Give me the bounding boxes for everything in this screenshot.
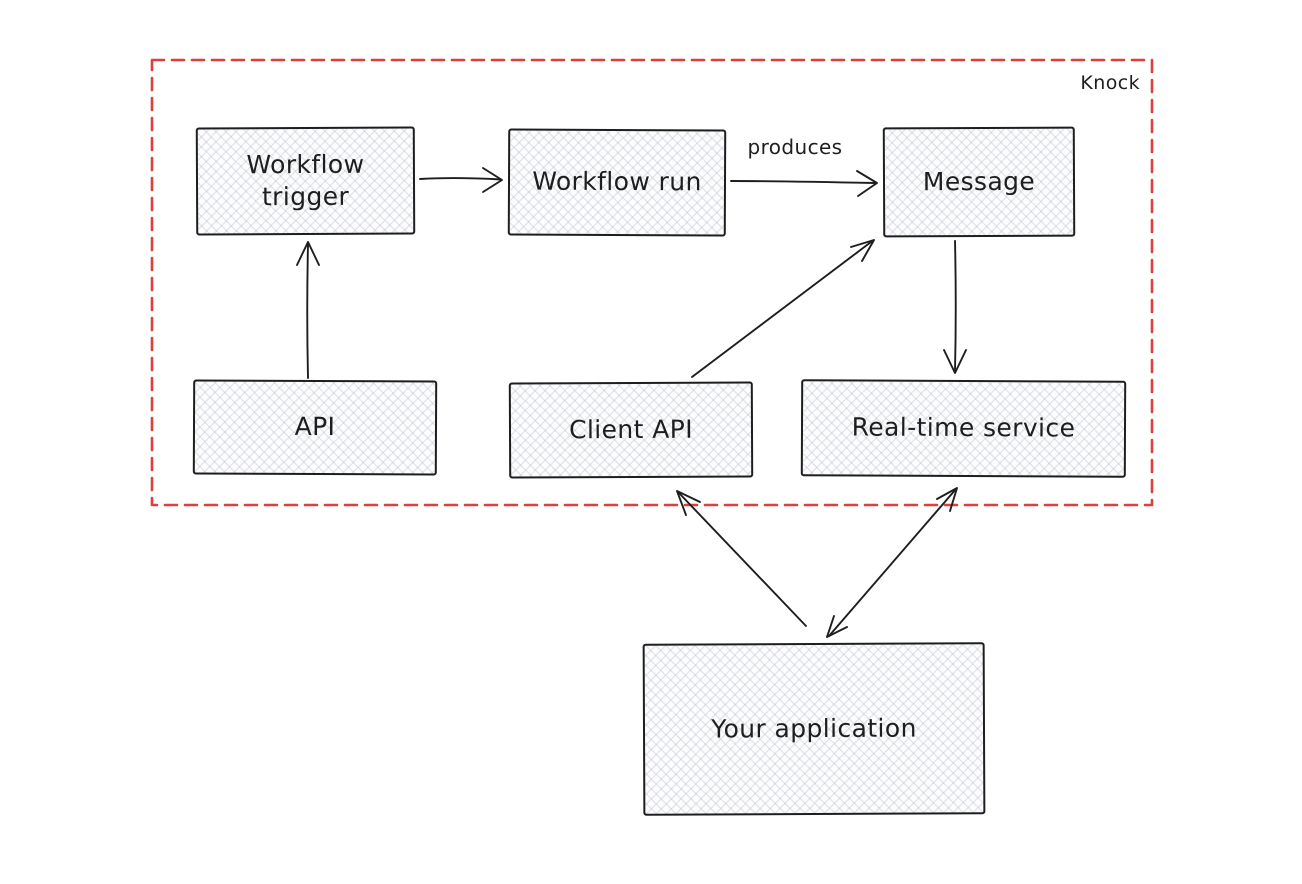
node-workflow-run: Workflow run [507,128,727,237]
edge-workflow-run-to-message [730,170,878,197]
edge-your-application-to-client-api [676,490,807,627]
node-api-label: API [294,412,336,442]
node-real-time-service: Real-time service [800,379,1127,478]
edge-client-api-to-message [691,239,875,378]
edge-api-to-workflow-trigger [296,241,320,379]
edge-workflow-trigger-to-workflow-run [419,167,503,193]
node-api: API [192,379,438,476]
node-workflow-trigger: Workflow trigger [195,126,416,236]
node-message-label: Message [922,166,1036,196]
node-your-application: Your application [642,642,986,816]
node-real-time-service-label: Real-time service [851,412,1076,443]
node-your-application-label: Your application [711,713,917,744]
node-message: Message [882,126,1076,238]
edge-real-time-service-to-your-application [826,487,958,638]
node-client-api: Client API [508,381,754,479]
node-workflow-trigger-label: Workflow trigger [246,149,365,212]
edge-label-produces: produces [747,135,843,159]
edge-message-to-real-time-service [943,240,967,374]
node-workflow-run-label: Workflow run [532,166,702,197]
knock-boundary-rect [150,58,1154,507]
node-client-api-label: Client API [568,414,693,445]
knock-label: Knock [1080,72,1140,94]
